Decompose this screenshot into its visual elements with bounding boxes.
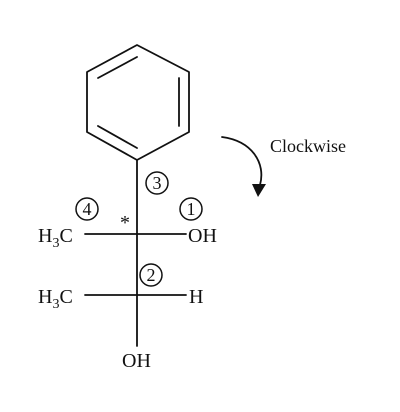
benzene-inner-bond-lower-left — [97, 125, 138, 149]
priority-2-number: 2 — [147, 265, 156, 285]
lower-hydroxyl-label: OH — [122, 350, 151, 372]
benzene-hexagon — [86, 44, 190, 161]
lower-hydrogen-label: H — [189, 286, 203, 308]
clockwise-arrow-icon — [221, 136, 266, 197]
stereocenter-asterisk: * — [120, 212, 130, 234]
benzene-inner-bond-upper-left — [97, 56, 138, 79]
clockwise-arc — [221, 136, 263, 186]
lower-methyl-label: H3C — [38, 286, 73, 312]
priority-4-marker: 4 — [75, 197, 99, 221]
priority-2-circle — [139, 263, 163, 287]
priority-2-marker: 2 — [139, 263, 163, 287]
benzene-ring — [86, 44, 190, 161]
priority-4-number: 4 — [83, 199, 92, 219]
priority-3-circle — [145, 171, 169, 195]
priority-1-marker: 1 — [179, 197, 203, 221]
upper-methyl-label: H3C — [38, 225, 73, 251]
priority-1-number: 1 — [187, 199, 196, 219]
upper-hydroxyl-label: OH — [188, 225, 217, 247]
priority-3-marker: 3 — [145, 171, 169, 195]
clockwise-arrowhead — [252, 184, 266, 197]
priority-3-number: 3 — [153, 173, 162, 193]
clockwise-label: Clockwise — [270, 136, 346, 156]
priority-4-circle — [75, 197, 99, 221]
priority-1-circle — [179, 197, 203, 221]
